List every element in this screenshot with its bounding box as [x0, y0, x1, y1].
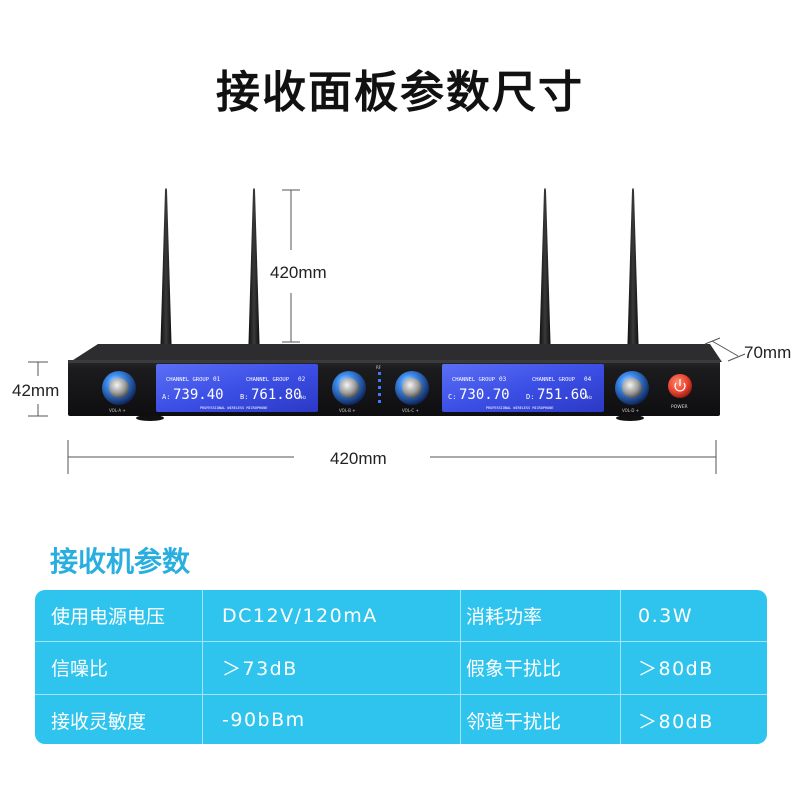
table-divider: [460, 590, 461, 744]
volume-knob-a[interactable]: VOL-A +: [102, 371, 136, 413]
dimension-width-label: 420mm: [330, 449, 387, 468]
dimension-depth-label: 70mm: [744, 343, 791, 362]
dimension-antenna: 420mm: [270, 189, 327, 343]
spec-value: -90bBm: [222, 709, 306, 732]
antenna-group: [157, 188, 642, 362]
table-row: 接收灵敏度 -90bBm 邻道干扰比 ＞80dB: [35, 695, 767, 744]
lcd2-footer: PROFESSIONAL WIRELESS MICROPHONE: [486, 406, 553, 410]
specs-table: 使用电源电压 DC12V/120mA 消耗功率 0.3W 信噪比 ＞73dB 假…: [35, 590, 767, 744]
lcd1-footer: PROFESSIONAL WIRELESS MICROPHONE: [200, 406, 267, 410]
lcd2-group-b: 04: [584, 376, 592, 383]
lcd2-header-a: CHANNEL GROUP: [452, 377, 496, 383]
dimension-width: 420mm: [67, 440, 717, 474]
receiver-diagram: CHANNEL GROUP CHANNEL GROUP 01 02 A: 739…: [12, 188, 791, 474]
spec-value: DC12V/120mA: [222, 604, 378, 627]
lcd-display-2: CHANNEL GROUP CHANNEL GROUP 03 04 C: 730…: [442, 364, 604, 412]
lcd1-channel-b: B:: [240, 393, 248, 401]
lcd1-freq-b: 761.80: [251, 387, 302, 403]
spec-label: 邻道干扰比: [466, 710, 562, 733]
dimension-depth: 70mm: [704, 337, 791, 362]
lcd1-unit: MHz: [299, 395, 307, 400]
lcd2-freq-b: 751.60: [537, 387, 588, 403]
knob-b-label: VOL-B +: [339, 408, 356, 413]
spec-label: 信噪比: [51, 658, 109, 681]
volume-knob-b[interactable]: VOL-B +: [332, 371, 366, 413]
lcd1-freq-a: 739.40: [173, 387, 224, 403]
volume-knob-d[interactable]: VOL-D +: [615, 371, 649, 413]
lcd1-header-b: CHANNEL GROUP: [246, 377, 290, 383]
antenna-1: [160, 188, 172, 360]
antenna-3: [539, 188, 551, 360]
antenna-4: [627, 188, 639, 360]
spec-value: ＞80dB: [638, 658, 714, 681]
spec-label: 假象干扰比: [466, 658, 562, 681]
lcd1-header-a: CHANNEL GROUP: [166, 377, 210, 383]
power-button[interactable]: POWER: [668, 374, 692, 410]
lcd1-channel-a: A:: [162, 393, 170, 401]
rf-indicator: RF: [376, 365, 382, 403]
lcd1-group-a: 01: [213, 376, 221, 383]
lcd2-group-a: 03: [499, 376, 507, 383]
knob-a-label: VOL-A +: [109, 408, 126, 413]
spec-label: 使用电源电压: [51, 606, 166, 629]
lcd2-freq-a: 730.70: [459, 387, 510, 403]
knob-d-label: VOL-D +: [622, 408, 639, 413]
volume-knob-c[interactable]: VOL-C +: [395, 371, 429, 413]
lcd-display-1: CHANNEL GROUP CHANNEL GROUP 01 02 A: 739…: [156, 364, 318, 412]
dimension-antenna-label: 420mm: [270, 263, 327, 282]
svg-text:RF: RF: [376, 365, 382, 370]
table-divider: [620, 590, 621, 744]
page-title: 接收面板参数尺寸: [216, 67, 584, 118]
spec-label: 接收灵敏度: [51, 710, 147, 733]
dimension-height: 42mm: [12, 361, 59, 417]
spec-label: 消耗功率: [466, 606, 543, 629]
lcd1-group-b: 02: [298, 376, 306, 383]
lcd2-channel-b: D:: [526, 393, 534, 401]
antenna-2: [248, 188, 260, 360]
spec-value: ＞80dB: [638, 710, 714, 733]
table-row: 使用电源电压 DC12V/120mA 消耗功率 0.3W: [35, 590, 767, 643]
lcd2-unit: MHz: [585, 395, 593, 400]
table-divider: [202, 590, 203, 744]
knob-c-label: VOL-C +: [402, 408, 419, 413]
lcd2-channel-a: C:: [448, 393, 456, 401]
lcd2-header-b: CHANNEL GROUP: [532, 377, 576, 383]
spec-value: ＞73dB: [222, 658, 298, 681]
spec-value: 0.3W: [638, 604, 694, 627]
power-label: POWER: [671, 404, 688, 410]
table-row: 信噪比 ＞73dB 假象干扰比 ＞80dB: [35, 642, 767, 695]
specs-section-title: 接收机参数: [50, 545, 191, 578]
dimension-height-label: 42mm: [12, 381, 59, 400]
